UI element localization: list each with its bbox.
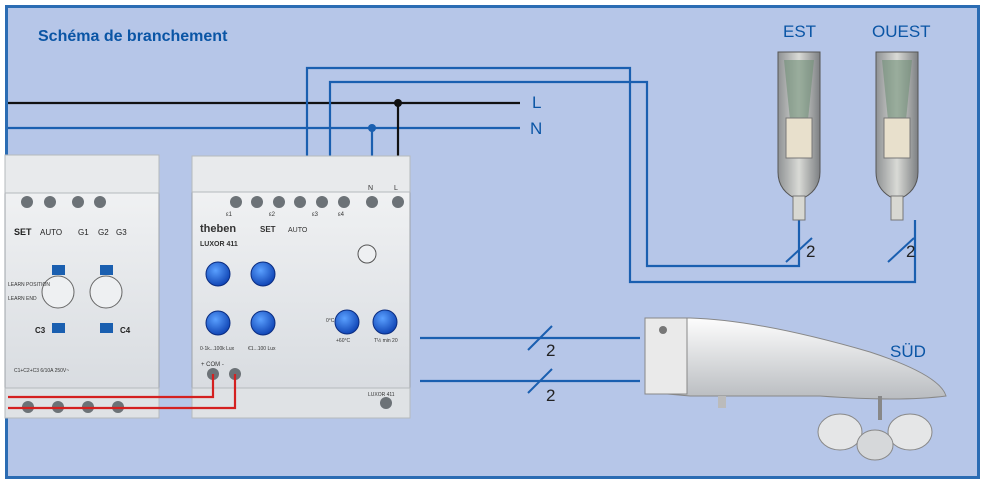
left-channel-g1: G1 <box>78 228 89 237</box>
count-south-bottom: 2 <box>546 386 556 405</box>
left-mode-learn-end: LEARN END <box>8 296 37 302</box>
south-sensor <box>644 317 947 461</box>
left-button-up-2[interactable] <box>100 265 113 275</box>
knob-2[interactable] <box>250 261 276 287</box>
left-set-label: SET <box>14 227 32 237</box>
south-top-conductor-mark <box>527 325 553 351</box>
model-label: LUXOR 411 <box>200 241 238 248</box>
bus-label: + COM - <box>201 362 224 368</box>
wire-label-n: N <box>530 119 543 138</box>
left-mode-learn-position: LEARN POSITION <box>8 282 50 288</box>
bus-wire-1 <box>8 374 215 399</box>
terminal-label-e4: ε4 <box>338 212 345 218</box>
left-c4-label: C4 <box>120 326 131 335</box>
west-sensor-wire <box>305 66 917 284</box>
temperature-knob[interactable] <box>334 309 360 335</box>
count-west: 2 <box>906 242 916 261</box>
south-bottom-conductor-mark <box>527 368 553 394</box>
bus-wire-2 <box>8 374 237 410</box>
sensor-label-east: EST <box>783 22 817 41</box>
bottom-model-label: LUXOR 411 <box>368 392 395 398</box>
count-east: 2 <box>806 242 816 261</box>
left-channel-g3: G3 <box>116 228 127 237</box>
terminal-label-n: N <box>368 185 373 192</box>
left-button-up[interactable] <box>52 265 65 275</box>
left-c3-label: C3 <box>35 326 46 335</box>
module-left: SET AUTO G1 G2 G3 C3 C4 LEARN POSITION L… <box>4 154 160 419</box>
left-rating: C1+C2+C3 6/10A 250V~ <box>14 368 69 374</box>
count-south-top: 2 <box>546 341 556 360</box>
east-conductor-mark <box>785 237 813 263</box>
west-conductor-mark <box>887 237 915 263</box>
left-auto-label: AUTO <box>40 228 62 237</box>
mode-selector-dial[interactable] <box>357 244 377 264</box>
module-luxor: ε1 ε2 ε3 ε4 N L theben LUXOR 411 SET AUT… <box>191 155 411 419</box>
sensor-label-west: OUEST <box>872 22 931 41</box>
terminal-label-l: L <box>394 185 398 192</box>
knob-3[interactable] <box>205 310 231 336</box>
left-channel-g2: G2 <box>98 228 109 237</box>
main-auto-label: AUTO <box>288 227 308 234</box>
temp-max-label: +60°C <box>336 338 350 344</box>
knob-range-2: €1...100 Lux <box>248 346 276 352</box>
east-sensor-wire <box>328 80 801 268</box>
diagram-title: Schéma de branchement <box>38 28 228 45</box>
sensor-label-south: SÜD <box>890 342 926 361</box>
delay-knob[interactable] <box>372 309 398 335</box>
top-terminals <box>230 196 404 208</box>
brand-label: theben <box>200 223 236 235</box>
terminal-label-e3: ε3 <box>312 212 319 218</box>
delay-label: T½ min 20 <box>374 337 398 344</box>
east-sensor <box>777 51 821 221</box>
terminal-label-e2: ε2 <box>269 212 276 218</box>
west-sensor <box>875 51 919 221</box>
left-button-c4[interactable] <box>100 323 113 333</box>
knob-4[interactable] <box>250 310 276 336</box>
knob-1[interactable] <box>205 261 231 287</box>
knob-range-1: 0·1k...100k Lux <box>200 346 235 352</box>
terminal-label-e1: ε1 <box>226 212 233 218</box>
wire-label-l: L <box>532 93 542 112</box>
temp-min-label: 0°C <box>326 318 335 324</box>
main-set-label: SET <box>260 225 276 234</box>
left-button-c3[interactable] <box>52 323 65 333</box>
